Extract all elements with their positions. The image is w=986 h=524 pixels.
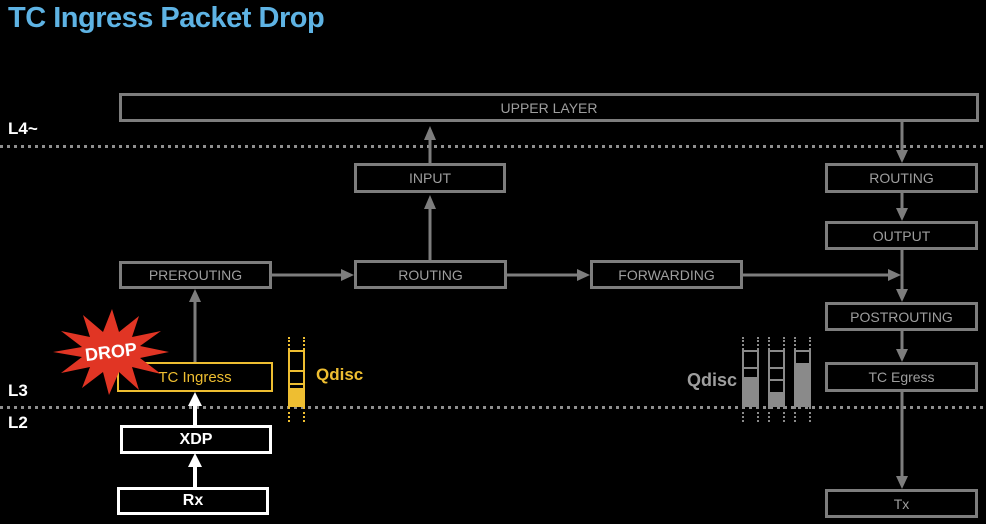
node-tc-ingress: TC Ingress bbox=[117, 362, 273, 392]
node-label: UPPER LAYER bbox=[500, 99, 598, 116]
arrowhead-icon bbox=[188, 453, 202, 467]
node-prerouting: PREROUTING bbox=[119, 261, 272, 289]
node-label: FORWARDING bbox=[618, 266, 715, 283]
arrowhead-icon bbox=[896, 289, 908, 302]
queue-body bbox=[768, 350, 785, 407]
queue-body bbox=[742, 350, 759, 407]
node-label: TC Ingress bbox=[158, 368, 232, 386]
node-rx: Rx bbox=[117, 487, 269, 515]
queue-fill bbox=[744, 377, 757, 407]
node-label: Rx bbox=[182, 492, 204, 509]
layer-label-l4: L4~ bbox=[8, 119, 38, 138]
arrowhead-icon bbox=[341, 269, 354, 281]
arrowhead-icon bbox=[424, 195, 436, 209]
queue-fill bbox=[770, 392, 783, 407]
node-label: INPUT bbox=[409, 170, 451, 186]
layer-label-l2: L2 bbox=[8, 413, 28, 432]
node-label: XDP bbox=[179, 430, 213, 448]
arrowhead-icon bbox=[577, 269, 590, 281]
arrowhead-icon bbox=[189, 289, 201, 302]
starburst-shape bbox=[53, 309, 169, 395]
node-xdp: XDP bbox=[120, 425, 272, 454]
node-label: Tx bbox=[893, 495, 910, 512]
arrowhead-icon bbox=[896, 349, 908, 362]
arrowhead-icon bbox=[896, 208, 908, 221]
node-label: POSTROUTING bbox=[850, 308, 953, 325]
node-input: INPUT bbox=[354, 163, 506, 193]
queue-body bbox=[794, 350, 811, 407]
arrowhead-icon bbox=[424, 126, 436, 140]
queue-continuation-ticks bbox=[768, 337, 785, 350]
arrowhead-icon bbox=[896, 476, 908, 489]
queue-continuation-ticks bbox=[288, 337, 305, 350]
node-tc-egress: TC Egress bbox=[825, 362, 978, 392]
queue-continuation-ticks bbox=[768, 407, 785, 422]
node-routing-right: ROUTING bbox=[825, 163, 978, 193]
node-upper-layer: UPPER LAYER bbox=[119, 93, 979, 122]
queue-fill bbox=[796, 363, 809, 407]
drop-starburst: DROP bbox=[53, 309, 169, 395]
qdisc-queue-egress-1-icon bbox=[742, 337, 759, 422]
qdisc-egress-label: Qdisc bbox=[687, 370, 738, 390]
layer-divider-l3-l2 bbox=[0, 406, 986, 409]
node-postrouting: POSTROUTING bbox=[825, 302, 978, 331]
node-routing-center: ROUTING bbox=[354, 260, 507, 289]
qdisc-queue-ingress-icon bbox=[288, 337, 305, 422]
node-output: OUTPUT bbox=[825, 221, 978, 250]
node-forwarding: FORWARDING bbox=[590, 260, 743, 289]
queue-continuation-ticks bbox=[288, 407, 305, 422]
queue-continuation-ticks bbox=[742, 337, 759, 350]
layer-label-l3: L3 bbox=[8, 381, 28, 400]
node-label: ROUTING bbox=[869, 170, 934, 186]
arrowhead-icon bbox=[188, 392, 202, 406]
qdisc-queue-egress-3-icon bbox=[794, 337, 811, 422]
queue-fill bbox=[290, 388, 303, 407]
layer-divider-l4-l3 bbox=[0, 145, 986, 148]
node-label: OUTPUT bbox=[872, 227, 931, 244]
qdisc-ingress-label: Qdisc bbox=[316, 365, 364, 384]
queue-continuation-ticks bbox=[794, 407, 811, 422]
node-label: PREROUTING bbox=[148, 267, 243, 283]
arrowhead-icon bbox=[896, 150, 908, 163]
node-label: TC Egress bbox=[868, 369, 935, 385]
queue-continuation-ticks bbox=[794, 337, 811, 350]
page-title: TC Ingress Packet Drop bbox=[8, 2, 325, 34]
arrowhead-icon bbox=[888, 269, 901, 281]
node-tx: Tx bbox=[825, 489, 978, 518]
qdisc-queue-egress-2-icon bbox=[768, 337, 785, 422]
node-label: ROUTING bbox=[398, 266, 463, 283]
queue-continuation-ticks bbox=[742, 407, 759, 422]
queue-body bbox=[288, 350, 305, 407]
